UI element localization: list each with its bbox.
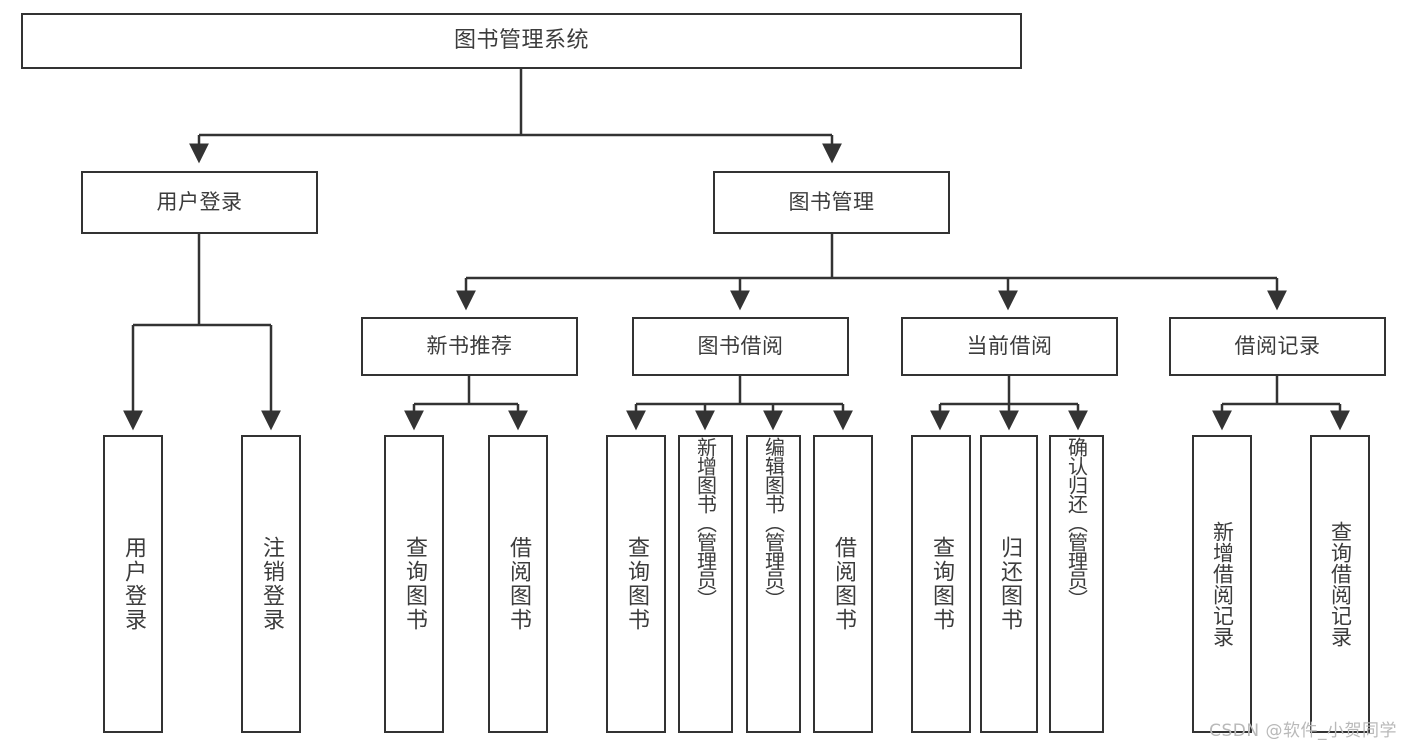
leaf-book-borrow-query-book[interactable]: 查询图书 <box>606 435 666 733</box>
node-new-book-recommend[interactable]: 新书推荐 <box>361 317 578 376</box>
node-label: 当前借阅 <box>966 333 1053 358</box>
leaf-current-borrow-return-book[interactable]: 归还图书 <box>980 435 1038 733</box>
leaf-new-book-query-book[interactable]: 查询图书 <box>384 435 444 733</box>
node-label: 图书借阅 <box>697 333 784 358</box>
node-label: 新增图书（管理员） <box>693 437 718 608</box>
node-current-borrow[interactable]: 当前借阅 <box>901 317 1118 376</box>
node-borrow-record[interactable]: 借阅记录 <box>1169 317 1386 376</box>
leaf-current-borrow-query-book[interactable]: 查询图书 <box>911 435 971 733</box>
node-label: 归还图书 <box>997 536 1022 632</box>
leaf-user-login-login[interactable]: 用户登录 <box>103 435 163 733</box>
node-book-management[interactable]: 图书管理 <box>713 171 950 234</box>
node-label: 用户登录 <box>156 189 243 214</box>
node-label: 注销登录 <box>259 536 284 632</box>
node-label: 新增借阅记录 <box>1210 521 1235 647</box>
node-label: 查询图书 <box>402 536 427 632</box>
node-label: 用户登录 <box>121 536 146 632</box>
leaf-book-borrow-add-book-admin[interactable]: 新增图书（管理员） <box>678 435 733 733</box>
node-label: 借阅记录 <box>1234 333 1321 358</box>
node-user-login[interactable]: 用户登录 <box>81 171 318 234</box>
leaf-new-book-borrow-book[interactable]: 借阅图书 <box>488 435 548 733</box>
leaf-borrow-record-add-record[interactable]: 新增借阅记录 <box>1192 435 1252 733</box>
node-label: 查询图书 <box>624 536 649 632</box>
node-book-borrow[interactable]: 图书借阅 <box>632 317 849 376</box>
watermark-text: CSDN @软件_小贺同学 <box>1209 721 1397 741</box>
leaf-current-borrow-confirm-return-admin[interactable]: 确认归还（管理员） <box>1049 435 1104 733</box>
node-label: 编辑图书（管理员） <box>761 437 786 608</box>
leaf-borrow-record-query-record[interactable]: 查询借阅记录 <box>1310 435 1370 733</box>
node-label: 图书管理 <box>788 189 875 214</box>
node-label: 查询借阅记录 <box>1328 521 1353 647</box>
leaf-book-borrow-edit-book-admin[interactable]: 编辑图书（管理员） <box>746 435 801 733</box>
node-root-system[interactable]: 图书管理系统 <box>21 13 1022 69</box>
node-label: 确认归还（管理员） <box>1064 437 1089 608</box>
node-label: 图书管理系统 <box>453 27 589 53</box>
node-label: 新书推荐 <box>426 333 513 358</box>
leaf-user-login-logout[interactable]: 注销登录 <box>241 435 301 733</box>
leaf-book-borrow-borrow-book[interactable]: 借阅图书 <box>813 435 873 733</box>
node-label: 查询图书 <box>929 536 954 632</box>
node-label: 借阅图书 <box>506 536 531 632</box>
node-label: 借阅图书 <box>831 536 856 632</box>
